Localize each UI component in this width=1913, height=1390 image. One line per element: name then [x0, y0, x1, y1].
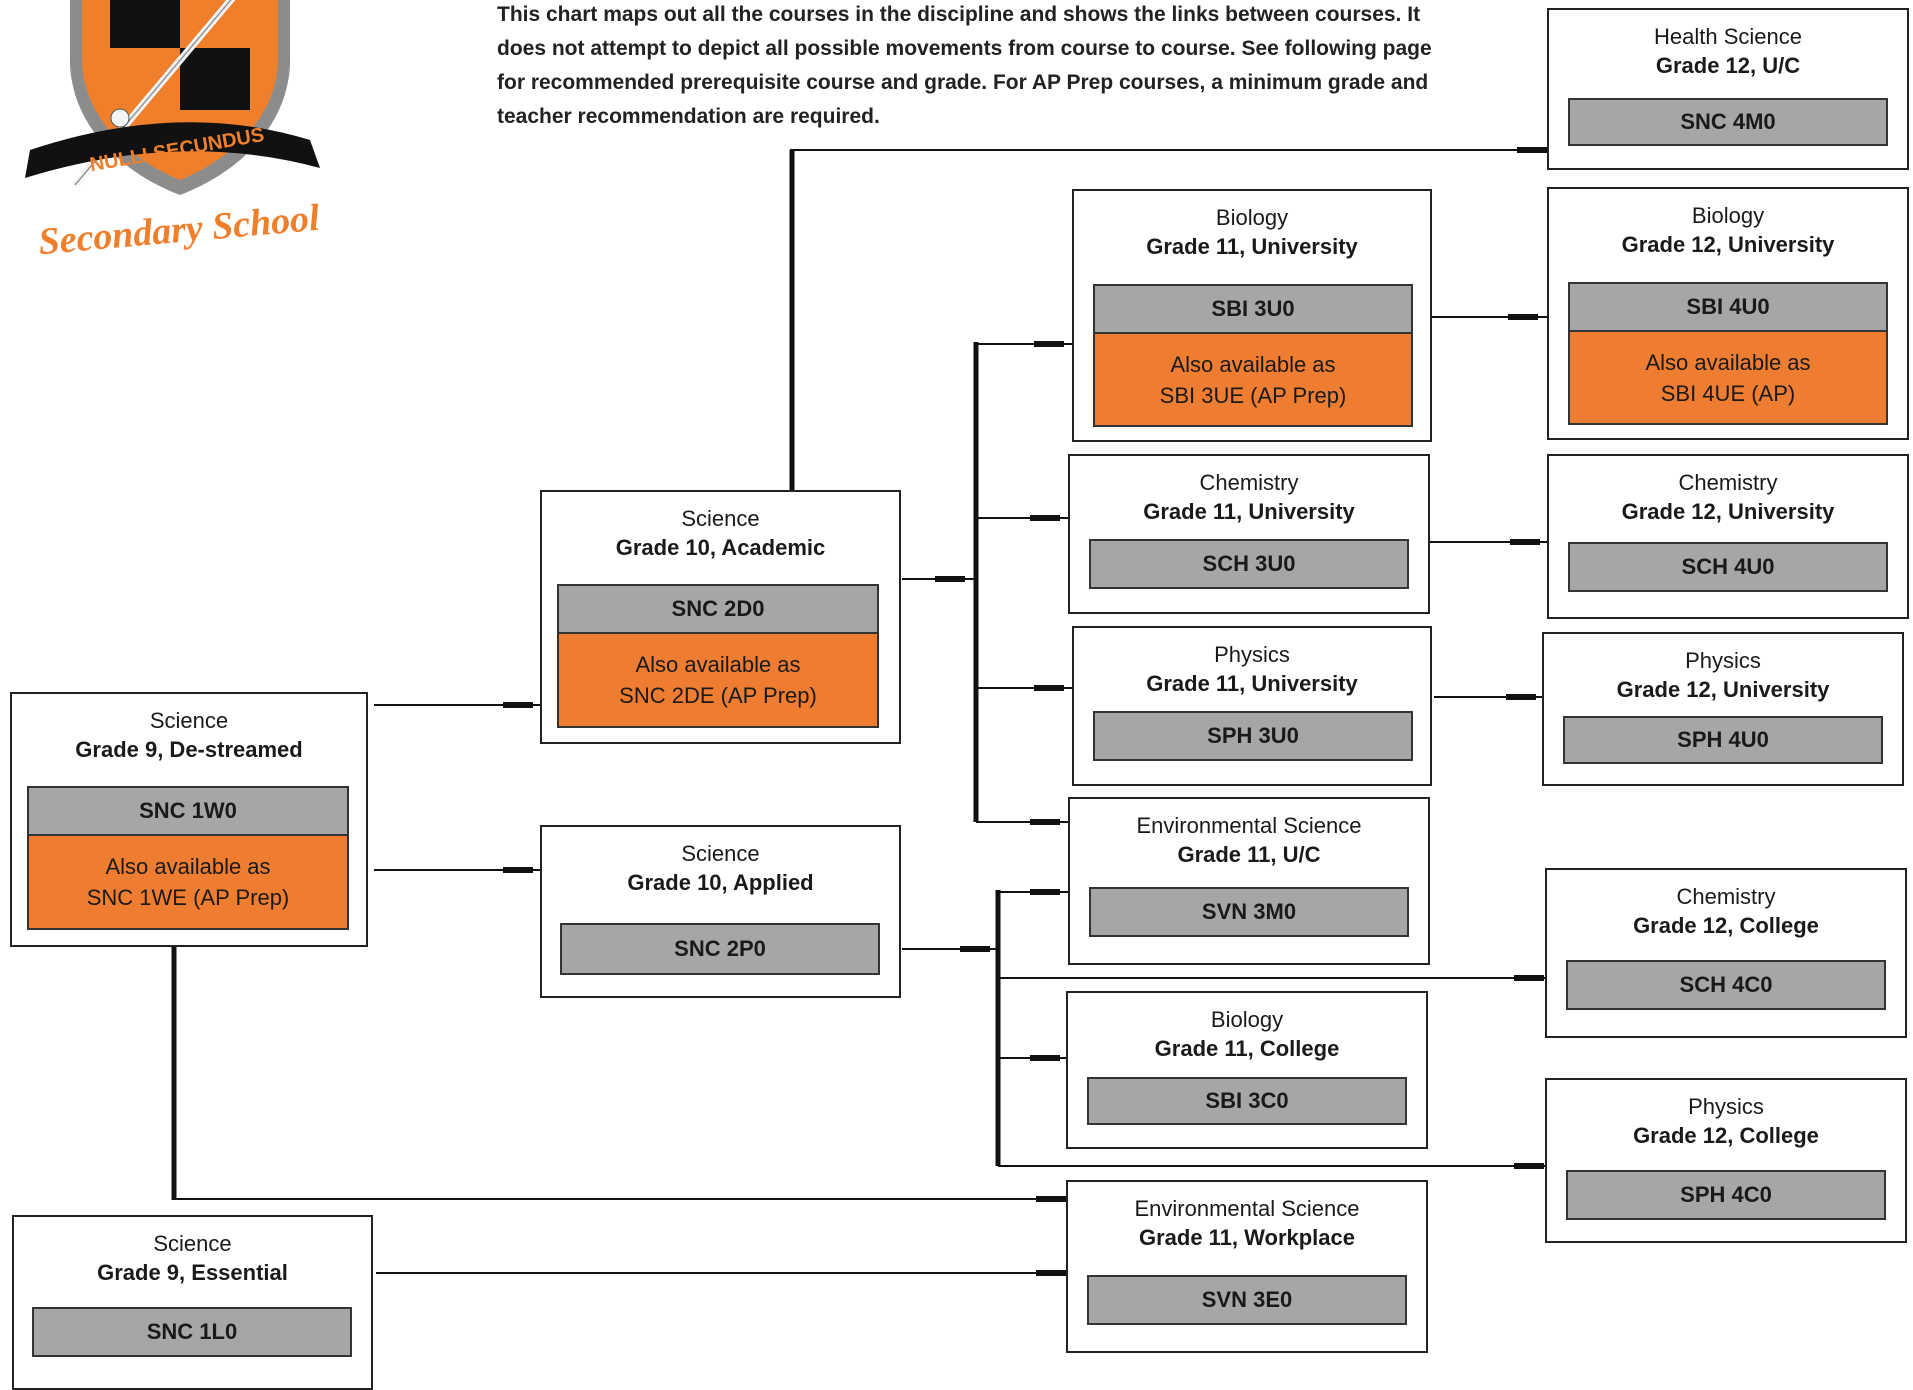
course-grade: Grade 11, University: [1146, 671, 1358, 696]
course-grade: Grade 10, Academic: [615, 535, 826, 560]
course-subject: Chemistry: [1676, 884, 1776, 909]
course-subject: Physics: [1685, 648, 1761, 673]
ap-line1: Also available as: [635, 652, 801, 677]
course-grade: Grade 12, University: [1616, 677, 1830, 702]
course-grade: Grade 12, College: [1633, 913, 1819, 938]
course-card-g12-physics-university: Physics Grade 12, University SPH 4U0: [1542, 632, 1904, 786]
course-code: SCH 4U0: [1568, 542, 1888, 592]
course-code: SNC 1L0: [32, 1307, 352, 1357]
course-subject: Physics: [1688, 1094, 1764, 1119]
course-code: SPH 4U0: [1563, 716, 1883, 764]
ap-line1: Also available as: [105, 854, 271, 879]
course-grade: Grade 12, U/C: [1655, 53, 1801, 78]
course-code: SPH 4C0: [1566, 1170, 1886, 1220]
course-grade: Grade 12, College: [1633, 1123, 1819, 1148]
course-code: SNC 4M0: [1568, 98, 1888, 146]
course-grade: Grade 9, De-streamed: [75, 737, 303, 762]
course-subject: Biology: [1215, 205, 1289, 230]
course-card-g12-health-science: Health Science Grade 12, U/C SNC 4M0: [1547, 8, 1909, 170]
course-code: SBI 3C0: [1087, 1077, 1407, 1125]
course-grade: Grade 11, College: [1154, 1036, 1340, 1061]
ap-line1: Also available as: [1170, 351, 1336, 377]
course-code: SNC 2D0: [557, 584, 879, 634]
course-card-g11-physics-university: Physics Grade 11, University SPH 3U0: [1072, 626, 1432, 786]
ap-option: Also available as SNC 2DE (AP Prep): [557, 632, 879, 728]
course-grade: Grade 11, Workplace: [1138, 1225, 1356, 1250]
course-subject: Science: [149, 708, 229, 733]
course-subject: Chemistry: [1199, 470, 1299, 495]
course-card-g10-applied: Science Grade 10, Applied SNC 2P0: [540, 825, 901, 998]
course-subject: Physics: [1214, 642, 1290, 667]
course-card-g12-chemistry-university: Chemistry Grade 12, University SCH 4U0: [1547, 454, 1909, 619]
course-subject: Environmental Science: [1136, 813, 1362, 838]
course-code: SBI 3U0: [1093, 284, 1413, 334]
course-card-g12-chemistry-college: Chemistry Grade 12, College SCH 4C0: [1545, 868, 1907, 1038]
ap-line2: SBI 3UE (AP Prep): [1159, 382, 1347, 408]
course-card-g9-destreamed: Science Grade 9, De-streamed SNC 1W0 Als…: [10, 692, 368, 947]
ap-option: Also available as SBI 4UE (AP): [1568, 330, 1888, 425]
course-card-g12-biology-university: Biology Grade 12, University SBI 4U0 Als…: [1547, 187, 1909, 440]
course-subject: Science: [681, 841, 760, 866]
course-subject: Chemistry: [1678, 470, 1778, 495]
course-grade: Grade 10, Applied: [627, 870, 814, 895]
course-card-g10-academic: Science Grade 10, Academic SNC 2D0 Also …: [540, 490, 901, 744]
ap-line1: Also available as: [1645, 349, 1811, 375]
course-card-g11-environmental-workplace: Environmental Science Grade 11, Workplac…: [1066, 1180, 1428, 1353]
course-grade: Grade 11, University: [1143, 499, 1355, 524]
course-card-g11-biology-college: Biology Grade 11, College SBI 3C0: [1066, 991, 1428, 1149]
course-grade: Grade 11, University: [1146, 234, 1358, 259]
course-code: SNC 2P0: [560, 923, 880, 975]
course-code: SBI 4U0: [1568, 282, 1888, 332]
course-card-g12-physics-college: Physics Grade 12, College SPH 4C0: [1545, 1078, 1907, 1243]
course-grade: Grade 12, University: [1621, 499, 1835, 524]
course-card-g11-environmental-uc: Environmental Science Grade 11, U/C SVN …: [1068, 797, 1430, 965]
school-crest-logo: NULLI SECUNDUS Secondary School: [25, 0, 322, 263]
ap-option: Also available as SNC 1WE (AP Prep): [27, 834, 349, 930]
course-subject: Science: [681, 506, 760, 531]
school-name-text: Secondary School: [37, 197, 322, 263]
course-subject: Biology: [1691, 203, 1765, 228]
course-code: SCH 4C0: [1566, 960, 1886, 1010]
course-code: SVN 3E0: [1087, 1275, 1407, 1325]
course-card-g11-chemistry-university: Chemistry Grade 11, University SCH 3U0: [1068, 454, 1430, 614]
course-code: SPH 3U0: [1093, 711, 1413, 761]
ap-line2: SBI 4UE (AP): [1660, 380, 1796, 406]
ap-option: Also available as SBI 3UE (AP Prep): [1093, 332, 1413, 427]
course-subject: Science: [153, 1231, 232, 1256]
course-card-g11-biology-university: Biology Grade 11, University SBI 3U0 Als…: [1072, 189, 1432, 442]
intro-text: This chart maps out all the courses in t…: [497, 3, 1432, 128]
course-subject: Environmental Science: [1134, 1196, 1360, 1221]
ap-line2: SNC 2DE (AP Prep): [619, 683, 817, 708]
course-card-g9-essential: Science Grade 9, Essential SNC 1L0: [12, 1215, 373, 1390]
course-subject: Biology: [1210, 1007, 1284, 1032]
course-grade: Grade 12, University: [1621, 232, 1835, 257]
course-code: SCH 3U0: [1089, 539, 1409, 589]
course-subject: Health Science: [1654, 24, 1802, 49]
course-grade: Grade 9, Essential: [97, 1260, 288, 1285]
course-code: SNC 1W0: [27, 786, 349, 836]
course-code: SVN 3M0: [1089, 887, 1409, 937]
course-grade: Grade 11, U/C: [1177, 842, 1321, 867]
ap-line2: SNC 1WE (AP Prep): [86, 885, 290, 910]
